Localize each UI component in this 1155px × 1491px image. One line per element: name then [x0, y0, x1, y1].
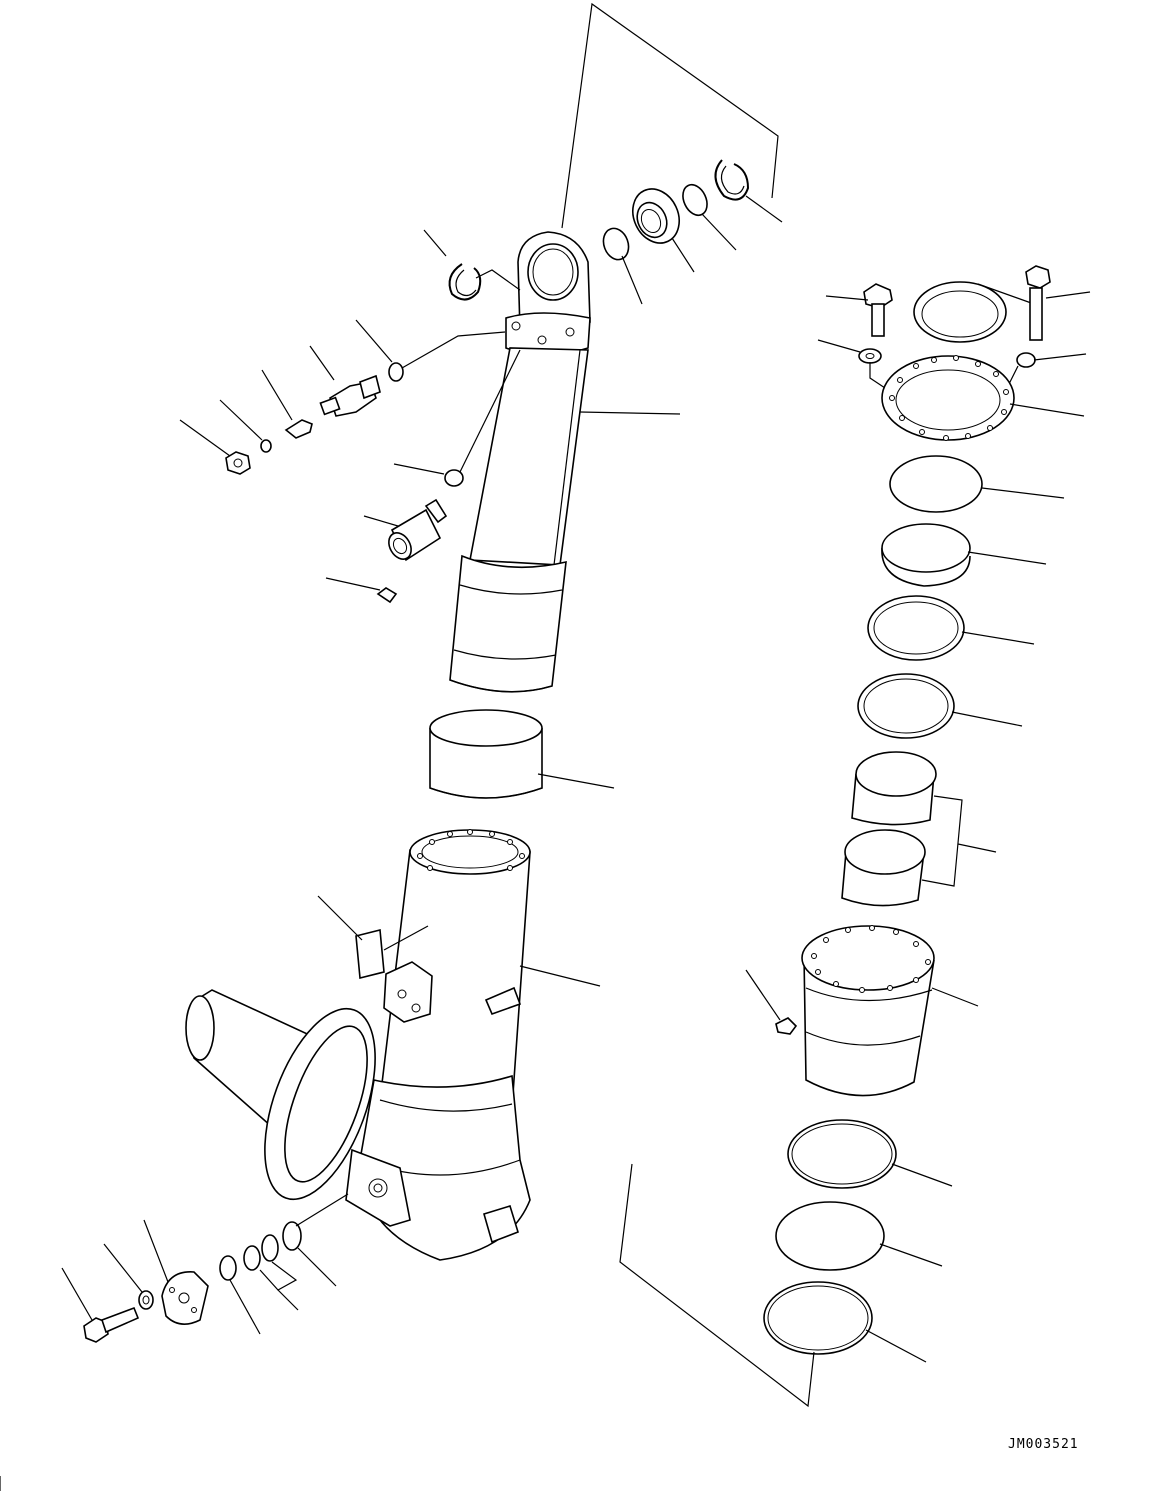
bottom-seal-1 [787, 1119, 953, 1189]
fitting-adapter [309, 345, 381, 417]
small-cap [219, 399, 272, 453]
right-seal-4 [857, 673, 1023, 739]
bottom-o-ring-2 [261, 1234, 279, 1262]
mid-o-ring [393, 349, 521, 487]
bottom-group-bracket [619, 1163, 815, 1408]
sleeve-plug [363, 498, 448, 562]
top-washer-right [682, 183, 737, 251]
cylinder-top-bolt-holes [417, 829, 525, 871]
top-snap-ring [714, 159, 783, 223]
right-housing-bearing [801, 925, 979, 1097]
small-o-ring [355, 319, 506, 382]
top-large-ring [913, 281, 1035, 343]
bottom-o-ring-3 [243, 1245, 299, 1311]
right-seal-1 [889, 455, 1065, 513]
right-washer-small [817, 339, 889, 391]
small-clip [325, 577, 398, 604]
hex-nut [179, 419, 251, 475]
bottom-o-ring-4 [219, 1255, 261, 1335]
retainer-flange [881, 355, 1085, 441]
right-long-bolt [1025, 265, 1091, 341]
right-plug [745, 969, 798, 1035]
lower-cylinder-housing [185, 829, 601, 1261]
right-seal-3 [867, 595, 1035, 661]
right-bolt-small [825, 283, 893, 337]
spherical-bearing [632, 188, 695, 273]
bottom-seal-3 [763, 1281, 927, 1363]
upper-cylinder-tube [449, 231, 591, 693]
leader-upper-tube [579, 411, 681, 415]
right-seal-2 [881, 523, 1047, 587]
grease-nipple [261, 369, 313, 439]
bottom-seal-2 [775, 1201, 943, 1271]
top-group-bracket [561, 2, 779, 229]
right-bushing-pair [841, 751, 997, 907]
middle-bushing [429, 709, 615, 799]
bottom-cover [143, 1219, 209, 1325]
eye-snap-ring [423, 229, 521, 301]
drawing-code-label: JM003521 [1008, 1437, 1079, 1452]
top-washer-left [602, 227, 643, 305]
bottom-washer [103, 1243, 154, 1310]
bottom-o-ring-1 [282, 1193, 349, 1287]
bottom-bolt [61, 1267, 140, 1343]
